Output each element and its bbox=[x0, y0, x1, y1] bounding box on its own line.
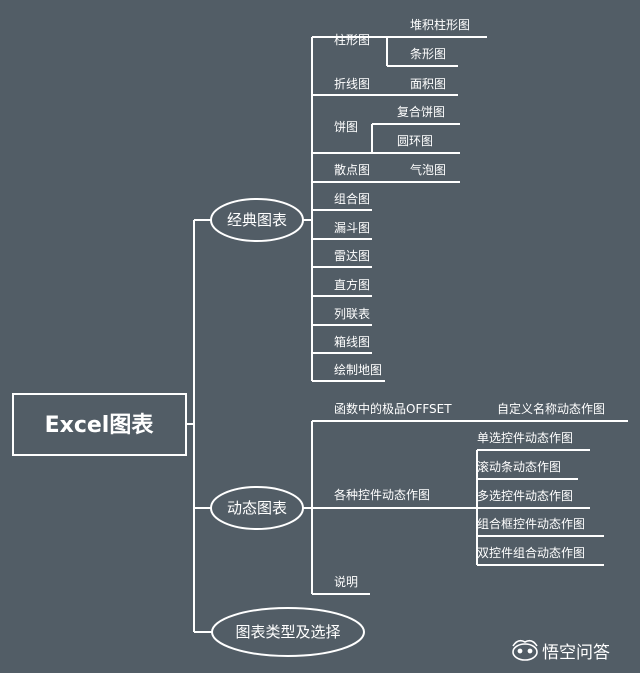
connector-lines bbox=[186, 36, 628, 633]
item-donut: 圆环图 bbox=[397, 134, 433, 148]
item-bubble: 气泡图 bbox=[410, 162, 446, 177]
item-custom-name: 自定义名称动态作图 bbox=[497, 401, 605, 416]
item-note: 说明 bbox=[334, 574, 358, 589]
dynamic-node-label: 动态图表 bbox=[227, 499, 287, 517]
item-multiselect-control: 多选控件动态作图 bbox=[477, 489, 573, 503]
item-bar: 柱形图 bbox=[334, 32, 370, 47]
item-scatter: 散点图 bbox=[334, 162, 370, 177]
item-pie: 饼图 bbox=[334, 120, 358, 134]
types-node bbox=[211, 607, 365, 657]
watermark: 悟空问答 bbox=[512, 639, 610, 663]
root-label: Excel图表 bbox=[45, 413, 155, 438]
item-dual-control: 双控件组合动态作图 bbox=[477, 545, 585, 560]
item-combobox-control: 组合框控件动态作图 bbox=[477, 516, 585, 531]
item-radar: 雷达图 bbox=[334, 249, 370, 263]
classic-node bbox=[210, 198, 304, 242]
dynamic-node bbox=[210, 486, 304, 530]
item-box: 箱线图 bbox=[334, 334, 370, 349]
classic-node-label: 经典图表 bbox=[227, 211, 287, 229]
item-scrollbar-control: 滚动条动态作图 bbox=[477, 459, 561, 474]
item-controls: 各种控件动态作图 bbox=[334, 487, 430, 502]
item-radio-control: 单选控件动态作图 bbox=[477, 431, 573, 445]
item-compound-pie: 复合饼图 bbox=[397, 104, 445, 119]
item-related: 列联表 bbox=[334, 307, 370, 321]
item-stacked-bar: 堆积柱形图 bbox=[410, 17, 470, 32]
item-area: 面积图 bbox=[410, 77, 446, 91]
types-node-label: 图表类型及选择 bbox=[235, 623, 340, 641]
item-map: 绘制地图 bbox=[334, 362, 382, 377]
watermark-text: 悟空问答 bbox=[542, 643, 610, 663]
item-line: 折线图 bbox=[334, 76, 370, 91]
item-histogram: 直方图 bbox=[334, 277, 370, 292]
item-horizontal-bar: 条形图 bbox=[410, 47, 446, 61]
wukong-logo-icon bbox=[512, 639, 538, 661]
root-box bbox=[12, 393, 187, 456]
item-combo: 组合图 bbox=[334, 191, 370, 206]
item-funnel: 漏斗图 bbox=[334, 221, 370, 235]
item-offset: 函数中的极品OFFSET bbox=[334, 401, 452, 416]
